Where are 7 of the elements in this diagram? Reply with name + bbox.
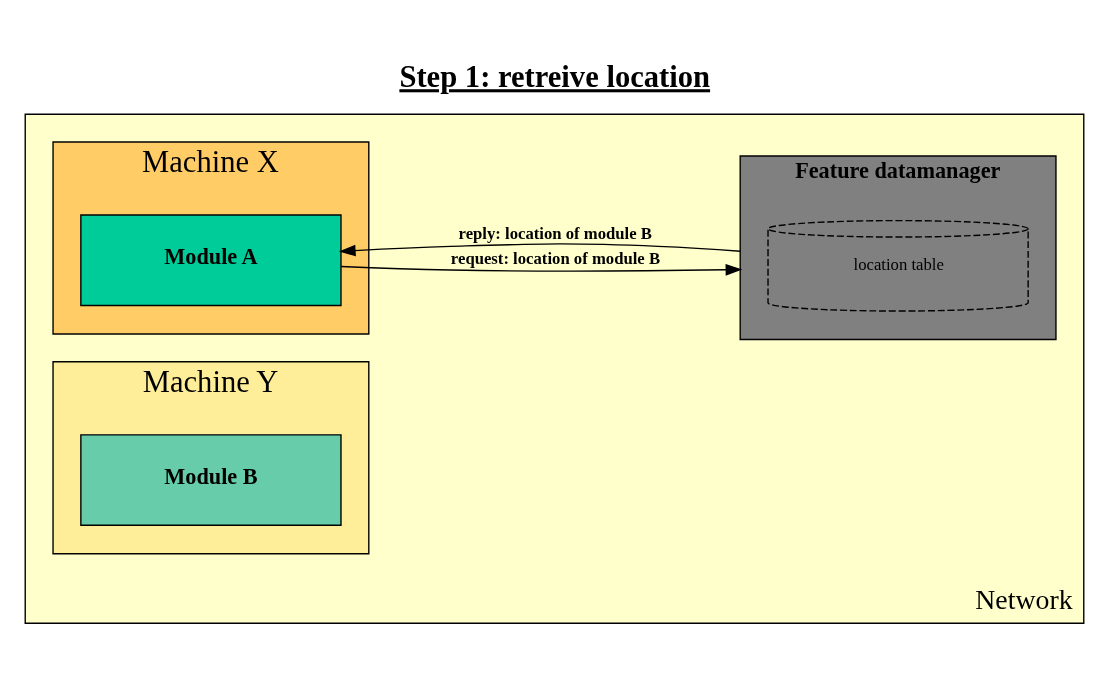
node-box: Module B bbox=[80, 434, 342, 526]
diagram-title: Step 1: retreive location bbox=[399, 60, 711, 95]
arrow bbox=[338, 243, 741, 257]
arrow bbox=[340, 263, 743, 276]
edge-label: reply: location of module B bbox=[458, 223, 652, 243]
node-box: Module A bbox=[80, 214, 342, 307]
edge-label: request: location of module B bbox=[450, 248, 661, 268]
